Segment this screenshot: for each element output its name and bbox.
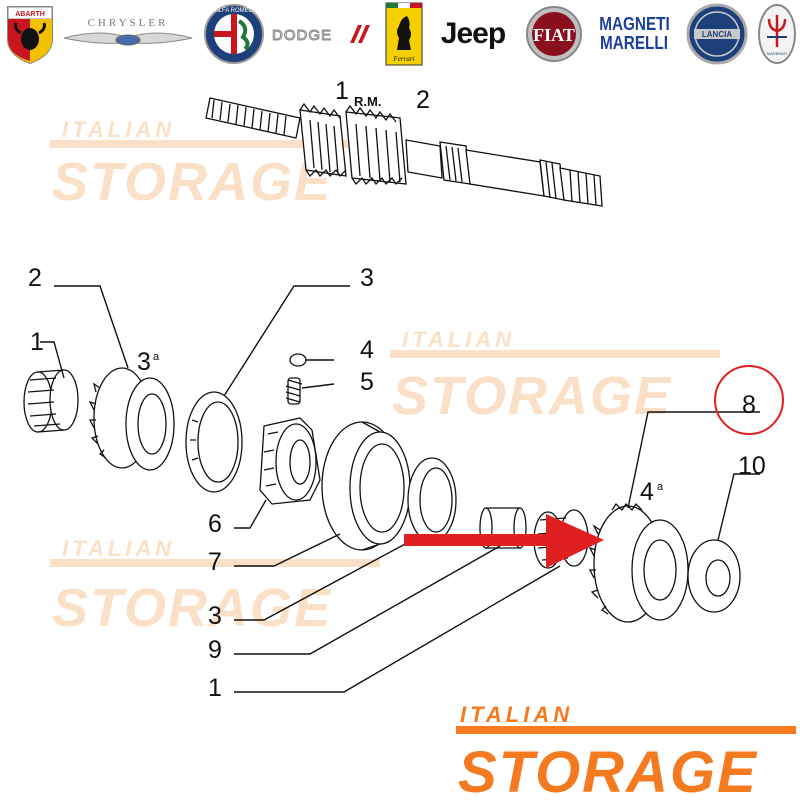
part-7-sliding-sleeve xyxy=(321,421,411,551)
chrysler-label: CHRYSLER xyxy=(88,17,169,29)
red-arrow xyxy=(404,514,604,568)
callout-4: 4 xyxy=(360,336,374,364)
part-6-synchro-hub xyxy=(259,417,321,505)
callout-8: 8 xyxy=(742,391,756,419)
callout-9: 9 xyxy=(208,636,222,664)
shaft-label-rm: R.M. xyxy=(354,94,381,109)
alfa-romeo-logo: ALFA ROMEO xyxy=(202,4,266,64)
logo-storage-text: STORAGE xyxy=(458,740,758,800)
shaft-label-1: 1 xyxy=(335,77,349,105)
shaft-label-2: 2 xyxy=(416,86,430,114)
part-1-needle-bearing xyxy=(23,369,79,433)
abarth-logo: ABARTH xyxy=(2,4,58,65)
ferrari-label: Ferrari xyxy=(393,55,415,63)
abarth-label: ABARTH xyxy=(15,11,45,18)
fiat-label: FIAT xyxy=(533,25,575,45)
magneti-marelli-wordmark-icon: MAGNETI xyxy=(598,14,670,34)
part-4-detent-pad xyxy=(289,353,307,367)
fiat-logo: FIAT xyxy=(524,4,584,64)
brand-logo-bar: ABARTH CHRYSLER ALFA ROMEO DODGE xyxy=(0,0,800,70)
highlight-circle xyxy=(714,365,784,435)
exploded-parts xyxy=(23,353,741,623)
fiat-badge-icon: FIAT xyxy=(526,6,582,62)
italian-storage-logo: ITALIAN STORAGE xyxy=(456,702,796,800)
svg-text:ITALIAN: ITALIAN xyxy=(402,327,515,352)
part-3-synchro-ring-upper xyxy=(185,391,243,493)
watermark-middle: ITALIAN STORAGE xyxy=(390,327,720,426)
callout-3a: 3 xyxy=(137,348,151,376)
lancia-logo: LANCIA xyxy=(684,3,750,65)
callout-4a-superscript: a xyxy=(657,481,664,493)
svg-text:STORAGE: STORAGE xyxy=(392,366,672,426)
callout-4a: 4 xyxy=(640,478,654,506)
callout-7: 7 xyxy=(208,548,222,576)
chrysler-wings-icon: CHRYSLER xyxy=(63,17,193,46)
callout-3-upper: 3 xyxy=(360,264,374,292)
callout-3-lower: 3 xyxy=(208,602,222,630)
part-3-synchro-ring-lower xyxy=(407,457,457,543)
chrysler-logo: CHRYSLER xyxy=(62,4,194,64)
magneti-marelli-logo: MAGNETI MARELLI xyxy=(588,4,680,64)
dodge-stripes-icon: DODGE xyxy=(272,25,370,45)
maserati-logo: MASERATI xyxy=(756,4,798,64)
callout-10: 10 xyxy=(738,452,766,480)
watermark-lower-left: ITALIAN STORAGE xyxy=(50,536,380,638)
part-5-spring xyxy=(285,377,303,405)
callout-1-upper: 1 xyxy=(30,328,44,356)
ferrari-horse-icon: Ferrari xyxy=(385,2,423,66)
maserati-label: MASERATI xyxy=(767,51,787,56)
jeep-logo: Jeep xyxy=(428,4,518,64)
ferrari-logo: Ferrari xyxy=(384,2,424,66)
svg-text:STORAGE: STORAGE xyxy=(52,578,332,638)
part-8-fourth-gear xyxy=(588,502,689,623)
svg-text:ITALIAN: ITALIAN xyxy=(62,117,175,142)
svg-text:ITALIAN: ITALIAN xyxy=(62,536,175,561)
dodge-label: DODGE xyxy=(272,27,332,44)
alfa-romeo-badge-icon: ALFA ROMEO xyxy=(204,4,264,64)
callout-6: 6 xyxy=(208,510,222,538)
callout-2: 2 xyxy=(28,264,42,292)
jeep-wordmark-icon: Jeep xyxy=(440,17,506,50)
magneti-marelli-line2: MARELLI xyxy=(600,33,668,53)
part-10-thrust-washer xyxy=(687,539,741,613)
callout-1-lower: 1 xyxy=(208,674,222,702)
leader-lines xyxy=(40,285,760,693)
part-2-third-gear xyxy=(88,367,175,471)
callout-3a-superscript: a xyxy=(153,351,160,363)
watermark-top: ITALIAN STORAGE xyxy=(50,117,380,212)
logo-italian-text: ITALIAN xyxy=(460,702,573,727)
svg-text:STORAGE: STORAGE xyxy=(52,152,332,212)
abarth-scorpion-icon: ABARTH xyxy=(7,6,53,65)
lancia-label: LANCIA xyxy=(702,30,732,39)
dodge-logo: DODGE xyxy=(270,4,370,64)
main-shaft-assembly xyxy=(205,97,603,207)
maserati-trident-icon: MASERATI xyxy=(758,4,796,64)
lancia-badge-icon: LANCIA xyxy=(686,3,748,65)
callout-5: 5 xyxy=(360,368,374,396)
alfa-romeo-label: ALFA ROMEO xyxy=(215,8,254,14)
